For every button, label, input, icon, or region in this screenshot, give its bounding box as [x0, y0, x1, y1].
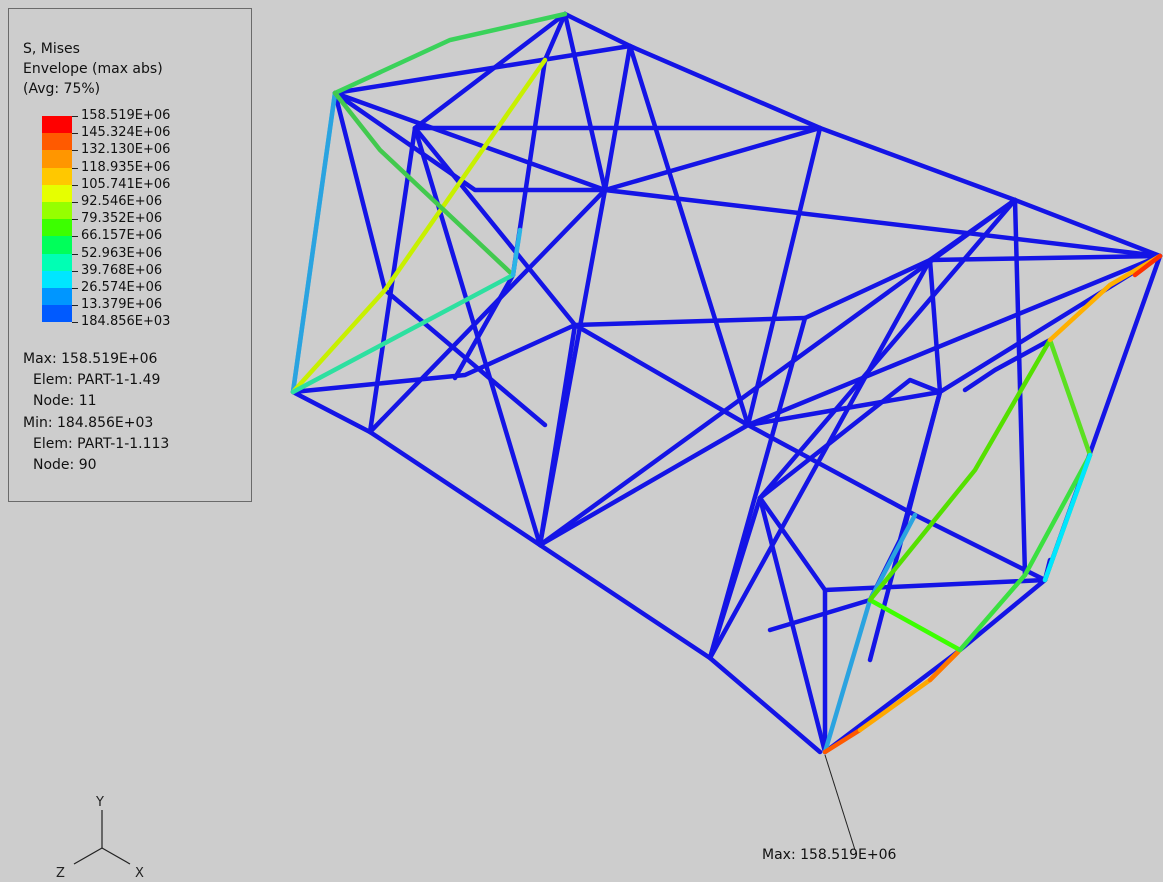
legend-max-node: Node: 11: [33, 393, 97, 409]
legend-swatch: [42, 184, 72, 202]
legend-tick-mark: [72, 322, 78, 323]
truss-members-blue: [290, 11, 1163, 755]
truss-members-stressed: [290, 11, 1163, 755]
legend-tick-mark: [72, 288, 78, 289]
legend-tick-label: 52.963E+06: [81, 246, 163, 261]
legend-swatch: [42, 150, 72, 168]
legend-swatch: [42, 270, 72, 288]
legend-swatch: [42, 253, 72, 271]
legend-min-elem: Elem: PART-1-1.113: [33, 436, 170, 452]
legend-min-node: Node: 90: [33, 457, 97, 473]
legend-tick-label: 79.352E+06: [81, 211, 163, 226]
axis-y-label: Y: [95, 795, 104, 810]
legend-swatch: [42, 219, 72, 237]
axis-x-line: [101, 847, 131, 865]
legend-title: S, Mises: [23, 41, 80, 57]
axis-x-label: X: [135, 866, 144, 880]
legend-tick-mark: [72, 305, 78, 306]
legend-tick-mark: [72, 219, 78, 220]
legend-swatch: [42, 201, 72, 220]
legend-swatch: [42, 305, 72, 323]
legend-swatch: [42, 116, 72, 134]
legend-tick-label: 26.574E+06: [81, 280, 163, 295]
axis-z-label: Z: [56, 866, 65, 880]
legend-tick-label: 184.856E+03: [81, 314, 171, 329]
legend-colorbar: [42, 116, 72, 323]
legend-max-elem: Elem: PART-1-1.49: [33, 372, 161, 388]
legend-tick-label: 39.768E+06: [81, 263, 163, 278]
legend-tick-mark: [72, 116, 78, 117]
axis-triad: Y Z X: [56, 795, 144, 880]
legend-tick-label: 66.157E+06: [81, 228, 163, 243]
max-annotation-label: Max: 158.519E+06: [762, 847, 897, 863]
axis-z-line: [73, 847, 103, 865]
legend-swatch: [42, 287, 72, 306]
legend-tick-label: 118.935E+06: [81, 160, 171, 175]
legend-tick-label: 105.741E+06: [81, 177, 171, 192]
legend-swatch: [42, 133, 72, 151]
legend-tick-label: 158.519E+06: [81, 108, 171, 123]
legend-tick-mark: [72, 254, 78, 255]
legend-tick-mark: [72, 168, 78, 169]
legend-tick-mark: [72, 202, 78, 203]
legend-subtitle: Envelope (max abs): [23, 61, 163, 77]
max-leader-line: [824, 754, 856, 851]
legend-tick-mark: [72, 133, 78, 134]
legend-tick-label: 132.130E+06: [81, 142, 171, 157]
legend-tick-label: 13.379E+06: [81, 297, 163, 312]
legend-averaging: (Avg: 75%): [23, 81, 101, 97]
legend-tick-label: 145.324E+06: [81, 125, 171, 140]
legend-max-value: Max: 158.519E+06: [23, 351, 158, 367]
legend-min-value: Min: 184.856E+03: [23, 415, 154, 431]
legend-tick-mark: [72, 271, 78, 272]
legend-tick-mark: [72, 185, 78, 186]
legend-swatch: [42, 236, 72, 254]
legend-swatch: [42, 167, 72, 185]
legend-panel: S, Mises Envelope (max abs) (Avg: 75%) 1…: [8, 8, 252, 502]
legend-tick-mark: [72, 150, 78, 151]
legend-tick-label: 92.546E+06: [81, 194, 163, 209]
legend-tick-mark: [72, 236, 78, 237]
